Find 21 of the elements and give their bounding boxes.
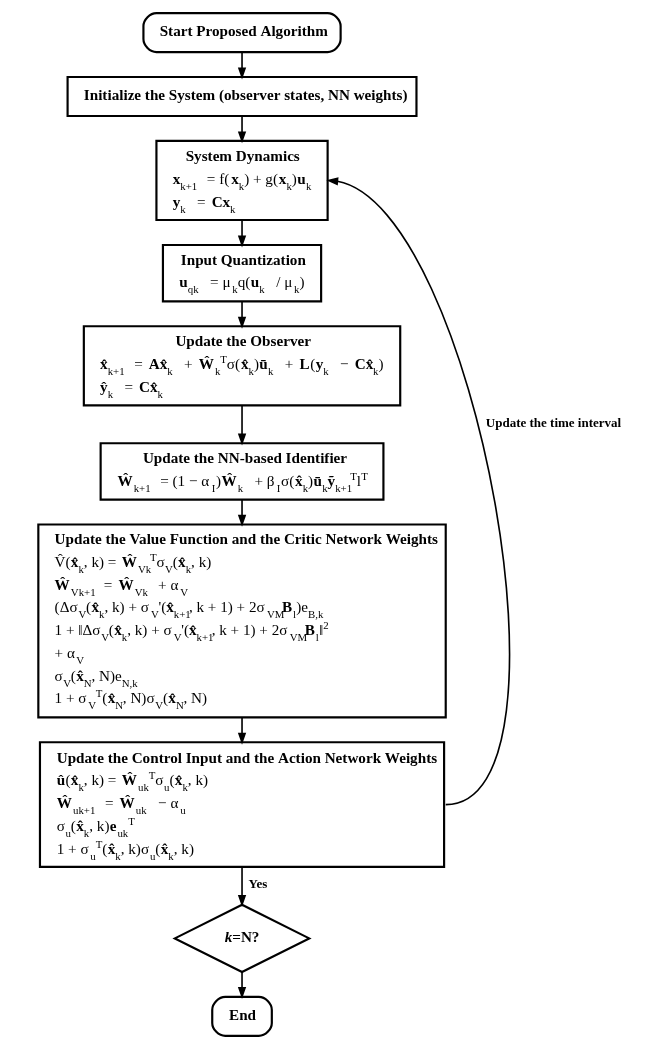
node-box: End [211, 995, 273, 1037]
node-box: Start Proposed Algorithm [142, 12, 342, 54]
arrow [237, 300, 247, 329]
arrow [237, 404, 247, 446]
node-box: Update the NN-based Identifier Ŵ$_{k+1}$ = (1 − α$_{I}$)Ŵ$_{k}$ + β$_{I}$σ(x̂$_{k}$)ū$_{k}$ỹ$_{k+1}$$^{T}$l$^{T}$ [99, 442, 385, 501]
node-box: Initialize the System (observer states, NN weights) [66, 75, 418, 118]
arrow [237, 866, 247, 907]
edge-label: Update the time interval [485, 414, 622, 430]
node-box: Update the Observer x̂$_{k+1}$ = Ax̂$_{k}$ + Ŵ$_{k}$$^{T}$σ(x̂$_{k}$)ū$_{k}$ + L(y$_{k}$ − Cx̂$_{k}$) ŷ$_{k}$ = Cx̂$_{k}$ [82, 325, 402, 407]
node-box: Input Quantization u$_{qk}$ = μ$_{k}$q(u$_{k}$ / μ$_{k}$) [161, 243, 323, 303]
arrow [326, 177, 511, 806]
arrow [237, 499, 247, 527]
arrow [237, 115, 247, 144]
node-box: Update the Value Function and the Critic Network Weights V̂(x̂$_{k}$, k) = Ŵ$_{Vk}$$^{T}$σ$_{V}$(x̂$_{k}$, k) Ŵ$_{Vk+1}$ = Ŵ$_{Vk}$ + α$_{V}$ (Δσ$_{V}$(x̂$_{k}$, k) + σ$_{V}$'(x̂$_{k+1}$, k + 1) + 2σ$_{VM}$B$_{l}$)e$_{B,k}$ 1 + ‖Δσ$_{V}$(x̂$_{k}$, k) + σ$_{V}$'(x̂$_{k+1}$, k + 1) + 2σ$_{VM}$B$_{l}$‖$^{2}$ + α$_{V}$ σ$_{V}$(x̂$_{N}$, N)e$_{N,k}$ 1 + σ$_{V}$$^{T}$(x̂$_{N}$, N)σ$_{V}$(x̂$_{N}$, N) [37, 523, 447, 719]
arrow [237, 716, 247, 745]
node-diamond: k=N? [172, 903, 312, 974]
arrow [237, 971, 247, 999]
node-box: System Dynamics x$_{k+1}$ = f(x$_{k}$) + g(x$_{k}$)u$_{k}$ y$_{k}$ = Cx$_{k}$ [155, 139, 329, 222]
arrow [237, 51, 247, 80]
arrow [237, 219, 247, 248]
edge-label: Yes [248, 876, 268, 892]
